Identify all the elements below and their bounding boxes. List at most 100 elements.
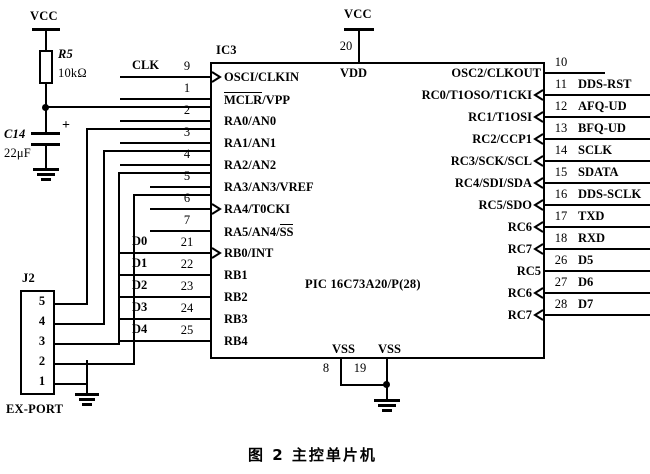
pin-label-14: RC3/SCK/SCL bbox=[450, 154, 532, 168]
j2-pin4-to-ra1-wire bbox=[103, 150, 210, 152]
pin-label-15: RC4/SDI/SDA bbox=[454, 176, 532, 190]
net-label-d2: D2 bbox=[132, 278, 148, 292]
j2-pin3-to-ra2-wire bbox=[118, 172, 210, 174]
ground-symbol-j2-bar2 bbox=[79, 398, 95, 401]
pin-label-17: RC6 bbox=[507, 220, 532, 234]
pin-wire-16 bbox=[545, 204, 650, 206]
pin-wire-12 bbox=[545, 116, 650, 118]
vss-ground-junction bbox=[383, 381, 390, 388]
pin-label-1: MCLR/VPP bbox=[224, 92, 290, 107]
pin-wire-27 bbox=[545, 292, 650, 294]
ic-refdes-label: IC3 bbox=[216, 43, 237, 57]
pin-number-16: 16 bbox=[554, 187, 568, 201]
pin-number-5: 5 bbox=[183, 169, 191, 183]
j2-pin4-wire-v bbox=[103, 150, 105, 325]
j2-pin5-wire-v bbox=[86, 128, 88, 305]
connector-j2-name: EX-PORT bbox=[6, 402, 64, 416]
pin-number-25: 25 bbox=[180, 323, 194, 337]
connector-j2-pin-1: 1 bbox=[38, 374, 46, 388]
pin-wire-18 bbox=[545, 248, 650, 250]
c14-to-gnd-wire bbox=[45, 143, 47, 168]
ground-symbol-left-bar1 bbox=[33, 168, 59, 171]
connector-j2-pin-2: 2 bbox=[38, 354, 46, 368]
vss8-to-vss19-wire bbox=[340, 384, 388, 386]
pin-label-18: RC7 bbox=[507, 242, 532, 256]
net-label-sclk: SCLK bbox=[578, 143, 613, 157]
pin-label-5: RA3/AN3/VREF bbox=[224, 180, 314, 194]
j2-pin2-wire-h bbox=[55, 363, 135, 365]
j2-gnd-wire bbox=[86, 360, 88, 393]
net-label-d7: D7 bbox=[578, 297, 594, 311]
pin-wire-3 bbox=[120, 142, 210, 144]
pin-label-16: RC5/SDO bbox=[478, 198, 532, 212]
r5-to-node-wire bbox=[45, 84, 47, 108]
input-arrow-icon bbox=[533, 111, 544, 123]
pin-wire-21 bbox=[120, 252, 210, 254]
pin-wire-11 bbox=[545, 94, 650, 96]
resistor-r5-value: 10kΩ bbox=[58, 66, 87, 80]
pin-number-22: 22 bbox=[180, 257, 194, 271]
resistor-r5-refdes: R5 bbox=[58, 47, 73, 61]
pin-number-17: 17 bbox=[554, 209, 568, 223]
pin-wire-7 bbox=[150, 230, 210, 232]
net-label-d1: D1 bbox=[132, 256, 148, 270]
pin-wire-4 bbox=[120, 164, 210, 166]
net-label-d0: D0 bbox=[132, 234, 148, 248]
figure-caption: 图 2 主控单片机 bbox=[248, 446, 377, 464]
pin-label-25: RB4 bbox=[224, 334, 248, 348]
pin-label-12: RC1/T1OSI bbox=[468, 110, 532, 124]
pin-number-10: 10 bbox=[554, 55, 568, 69]
pin-number-2: 2 bbox=[183, 103, 191, 117]
connector-j2-body bbox=[20, 290, 55, 395]
pin-number-23: 23 bbox=[180, 279, 194, 293]
input-arrow-icon bbox=[533, 177, 544, 189]
capacitor-c14-value: 22μF bbox=[4, 146, 31, 160]
net-label-d3: D3 bbox=[132, 300, 148, 314]
pin-wire-24 bbox=[120, 318, 210, 320]
vdd-pin-label: VDD bbox=[340, 66, 368, 80]
pin-number-11: 11 bbox=[554, 77, 568, 91]
vss19-down-wire bbox=[386, 359, 388, 399]
connector-j2-refdes: J2 bbox=[22, 271, 35, 285]
pin-number-4: 4 bbox=[183, 147, 191, 161]
capacitor-c14-plate-top bbox=[31, 132, 60, 135]
pin-label-4: RA2/AN2 bbox=[224, 158, 277, 172]
pin-number-9: 9 bbox=[183, 59, 191, 73]
pin-label-21: RB0/INT bbox=[224, 246, 274, 260]
vcc-to-r5-wire bbox=[45, 28, 47, 50]
input-arrow-icon bbox=[533, 221, 544, 233]
pin-wire-9 bbox=[120, 76, 210, 78]
net-label-dds-rst: DDS-RST bbox=[578, 77, 632, 91]
j2-pin1-wire-h bbox=[55, 383, 88, 385]
pin-wire-23 bbox=[120, 296, 210, 298]
pin-wire-14 bbox=[545, 160, 650, 162]
input-arrow-icon bbox=[533, 89, 544, 101]
pin-number-13: 13 bbox=[554, 121, 568, 135]
ground-symbol-vss-bar1 bbox=[374, 399, 400, 402]
pin-wire-28 bbox=[545, 314, 650, 316]
j2-pin3-wire-h bbox=[55, 343, 120, 345]
j2-pin4-wire-h bbox=[55, 323, 105, 325]
pin-label-23: RB2 bbox=[224, 290, 248, 304]
pin-wire-22 bbox=[120, 274, 210, 276]
vdd-pin-number: 20 bbox=[339, 39, 353, 53]
input-arrow-icon bbox=[533, 243, 544, 255]
input-arrow-icon bbox=[211, 247, 222, 259]
net-label-afq-ud: AFQ-UD bbox=[578, 99, 627, 113]
pin-number-15: 15 bbox=[554, 165, 568, 179]
pin-label-26: RC5 bbox=[516, 264, 541, 278]
net-label-d5: D5 bbox=[578, 253, 594, 267]
j2-pin2-to-ra3-wire bbox=[133, 194, 210, 196]
pin-label-3: RA1/AN1 bbox=[224, 136, 277, 150]
input-arrow-icon bbox=[533, 287, 544, 299]
pin-wire-15 bbox=[545, 182, 650, 184]
net-label-dds-sclk: DDS-SCLK bbox=[578, 187, 642, 201]
net-label-txd: TXD bbox=[578, 209, 605, 223]
pin-wire-5 bbox=[150, 186, 210, 188]
pin-label-28: RC7 bbox=[507, 308, 532, 322]
pin-wire-25 bbox=[120, 340, 210, 342]
vss-pin-number-right: 19 bbox=[353, 361, 367, 375]
pin-number-6: 6 bbox=[183, 191, 191, 205]
connector-j2-pin-4: 4 bbox=[38, 314, 46, 328]
